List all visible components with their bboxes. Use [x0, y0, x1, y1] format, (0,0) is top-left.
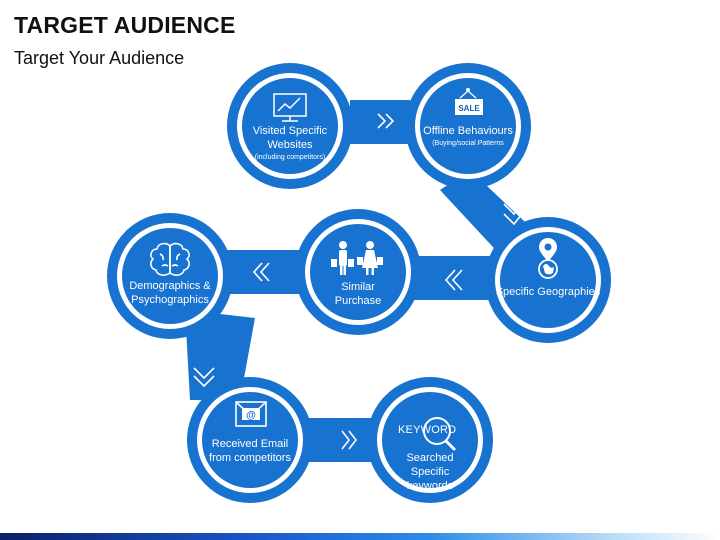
node-demographics-label: Demographics & Psychographics [110, 279, 230, 307]
node-email-label: Received Email from competitors [205, 437, 295, 465]
bottom-accent-bar [0, 533, 720, 540]
email-title: Received Email from competitors [209, 438, 291, 464]
node-geographies-label: Specific Geographies [493, 285, 603, 299]
sale-tag-text: SALE [458, 104, 480, 113]
offline-note: (Buying/social Patterns [432, 140, 504, 147]
keywords-title: Searched Specific keywords [406, 452, 454, 492]
email-icon: @ [235, 401, 267, 427]
offline-title: Offline Behaviours [423, 125, 513, 137]
brain-icon [150, 242, 190, 276]
node-demographics [107, 213, 233, 339]
connector-email-keywords [300, 418, 380, 462]
page-title: TARGET AUDIENCE [14, 12, 236, 38]
globe-pin-icon [538, 238, 558, 279]
magnifier-keyword-icon [423, 417, 457, 452]
connector-chevrons [193, 113, 523, 450]
node-similar-label: Similar Purchase [303, 280, 413, 308]
node-visited [227, 63, 353, 189]
email-at-symbol: @ [246, 410, 256, 421]
node-offline-label: Offline Behaviours (Buying/social Patter… [413, 124, 523, 148]
node-keywords-label: Searched Specific keywords [395, 451, 465, 493]
similar-title: Similar Purchase [334, 281, 382, 307]
node-offline [405, 63, 531, 189]
node-geographies [485, 217, 611, 343]
visited-title: Visited Specific Websites [252, 125, 328, 151]
visited-note: (including competitors) [254, 154, 326, 161]
demographics-title: Demographics & Psychographics [129, 280, 211, 306]
page-subtitle: Target Your Audience [14, 48, 185, 68]
connector-visited-offline [350, 100, 410, 144]
keyword-text: KEYWORD [398, 424, 457, 436]
geographies-title: Specific Geographies [495, 286, 601, 298]
node-visited-label: Visited Specific Websites (including com… [235, 124, 345, 162]
node-keywords [367, 377, 493, 503]
shoppers-icon [331, 241, 383, 275]
presentation-chart-icon [273, 93, 307, 122]
node-email [187, 377, 313, 503]
node-similar [295, 209, 421, 335]
sale-tag-icon: SALE [455, 88, 483, 115]
